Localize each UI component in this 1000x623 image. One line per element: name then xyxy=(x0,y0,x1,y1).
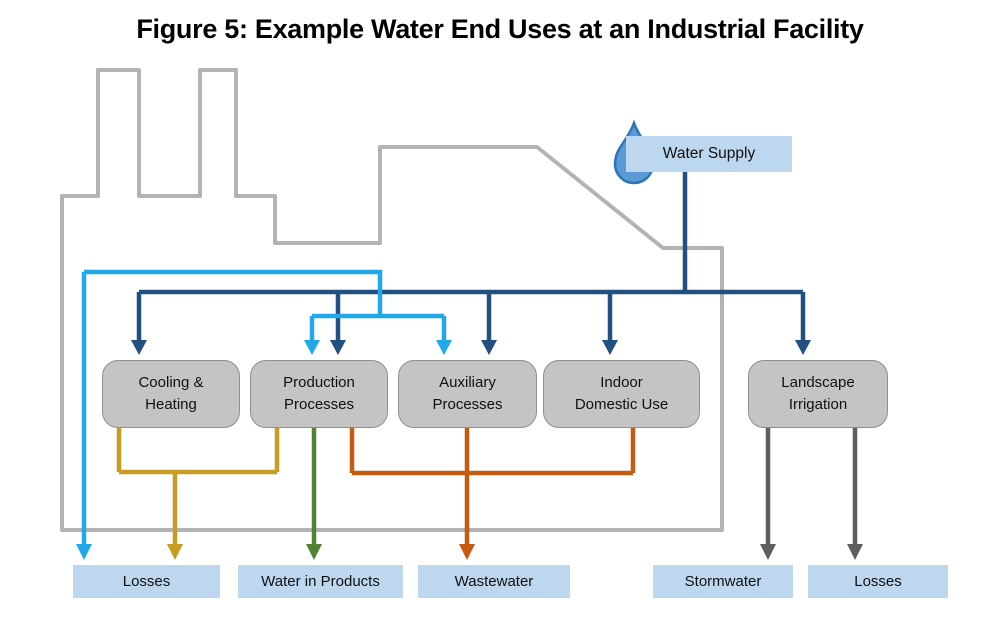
output-box-wastewater: Wastewater xyxy=(418,565,570,598)
wastewater-arrowhead xyxy=(459,544,475,560)
output-label: Wastewater xyxy=(454,573,534,590)
supply-arrowheads xyxy=(131,340,811,355)
output-box-stormwater: Stormwater xyxy=(653,565,793,598)
losses-flow-lines xyxy=(116,428,280,560)
end-use-box-cooling-heating: Cooling & Heating xyxy=(102,360,240,428)
recirculated-flow-lines xyxy=(76,269,452,560)
end-use-box-production-processes: Production Processes xyxy=(250,360,388,428)
output-box-water-in-products: Water in Products xyxy=(238,565,403,598)
stormwater-arrowheads xyxy=(760,544,863,560)
factory-outline-shape xyxy=(60,68,724,532)
water-supply-label-text: Water Supply xyxy=(662,145,756,162)
end-use-label: Production Processes xyxy=(283,374,355,413)
stormwater-flow-lines xyxy=(760,428,863,560)
output-label: Water in Products xyxy=(261,573,380,590)
end-use-label: Cooling & Heating xyxy=(138,374,204,413)
end-use-box-indoor-domestic-use: Indoor Domestic Use xyxy=(543,360,700,428)
supply-flow-lines xyxy=(131,170,811,355)
recirculated-arrowheads xyxy=(76,340,452,560)
output-label: Stormwater xyxy=(684,573,762,590)
page-title: Figure 5: Example Water End Uses at an I… xyxy=(136,14,864,44)
output-box-losses-left: Losses xyxy=(73,565,220,598)
water-in-products-arrowhead xyxy=(306,544,322,560)
output-box-losses-right: Losses xyxy=(808,565,948,598)
output-label: Losses xyxy=(122,573,171,590)
output-label: Losses xyxy=(854,573,902,590)
end-use-box-landscape-irrigation: Landscape Irrigation xyxy=(748,360,888,428)
water-in-products-line xyxy=(306,428,322,560)
wastewater-flow-lines xyxy=(349,428,636,560)
end-use-label: Indoor Domestic Use xyxy=(574,374,669,413)
water-supply-label: Water Supply xyxy=(626,136,792,172)
end-use-label: Landscape Irrigation xyxy=(781,374,855,413)
end-use-box-auxiliary-processes: Auxiliary Processes xyxy=(398,360,537,428)
end-use-label: Auxiliary Processes xyxy=(432,374,503,413)
losses-arrowhead xyxy=(167,544,183,560)
